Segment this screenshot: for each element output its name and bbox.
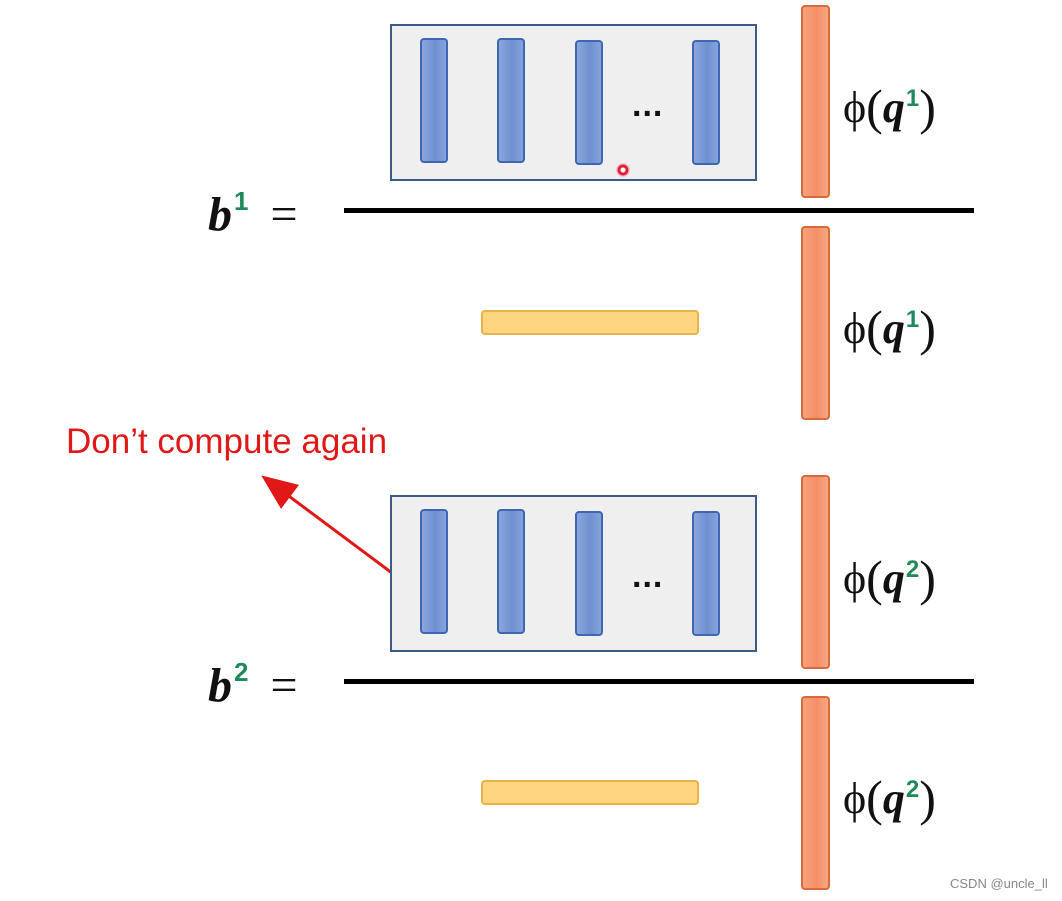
phi-symbol: ϕ [843, 83, 867, 132]
b-superscript: 1 [234, 186, 249, 216]
b-variable: b [208, 188, 232, 241]
query-feature-bar-denominator-2 [801, 696, 830, 890]
sum-vector-bar-2 [481, 780, 699, 805]
q-variable: q [882, 774, 905, 823]
q-variable: q [882, 83, 905, 132]
b-variable: b [208, 659, 232, 712]
key-vector-bar [497, 509, 525, 634]
q-superscript: 2 [905, 776, 920, 803]
cursor-pointer [616, 163, 630, 177]
close-paren: ) [919, 79, 936, 135]
phi-q2-numerator: ϕ(q2) [843, 551, 936, 603]
fraction-line-1 [344, 208, 974, 213]
key-matrix-box-1: ... [390, 24, 757, 181]
query-feature-bar-numerator-1 [801, 5, 830, 198]
open-paren: ( [866, 300, 883, 356]
phi-symbol: ϕ [843, 304, 867, 353]
equals-sign: = [270, 188, 298, 241]
key-vector-bar [575, 511, 603, 636]
query-feature-bar-denominator-1 [801, 226, 830, 420]
open-paren: ( [866, 79, 883, 135]
close-paren: ) [919, 300, 936, 356]
annotation-text: Don’t compute again [66, 422, 388, 461]
key-vector-bar [420, 38, 448, 163]
phi-q1-numerator: ϕ(q1) [843, 80, 936, 132]
phi-symbol: ϕ [843, 774, 867, 823]
key-vector-bar [575, 40, 603, 165]
query-feature-bar-numerator-2 [801, 475, 830, 669]
watermark-text: CSDN @uncle_ll [950, 876, 1048, 891]
key-vector-bar [497, 38, 525, 163]
key-vector-bar [692, 511, 720, 636]
fraction-line-2 [344, 679, 974, 684]
b1-lhs: b1 = [208, 188, 298, 239]
b2-lhs: b2 = [208, 659, 298, 710]
ellipsis: ... [632, 86, 664, 124]
key-matrix-box-2: ... [390, 495, 757, 652]
close-paren: ) [919, 550, 936, 606]
q-superscript: 1 [905, 306, 920, 333]
open-paren: ( [866, 770, 883, 826]
phi-q2-denominator: ϕ(q2) [843, 771, 936, 823]
key-vector-bar [420, 509, 448, 634]
ellipsis: ... [632, 557, 664, 595]
b-superscript: 2 [234, 657, 249, 687]
q-variable: q [882, 304, 905, 353]
key-vector-bar [692, 40, 720, 165]
open-paren: ( [866, 550, 883, 606]
q-variable: q [882, 554, 905, 603]
sum-vector-bar-1 [481, 310, 699, 335]
close-paren: ) [919, 770, 936, 826]
q-superscript: 2 [905, 556, 920, 583]
equals-sign: = [270, 659, 298, 712]
phi-symbol: ϕ [843, 554, 867, 603]
q-superscript: 1 [905, 85, 920, 112]
phi-q1-denominator: ϕ(q1) [843, 301, 936, 353]
